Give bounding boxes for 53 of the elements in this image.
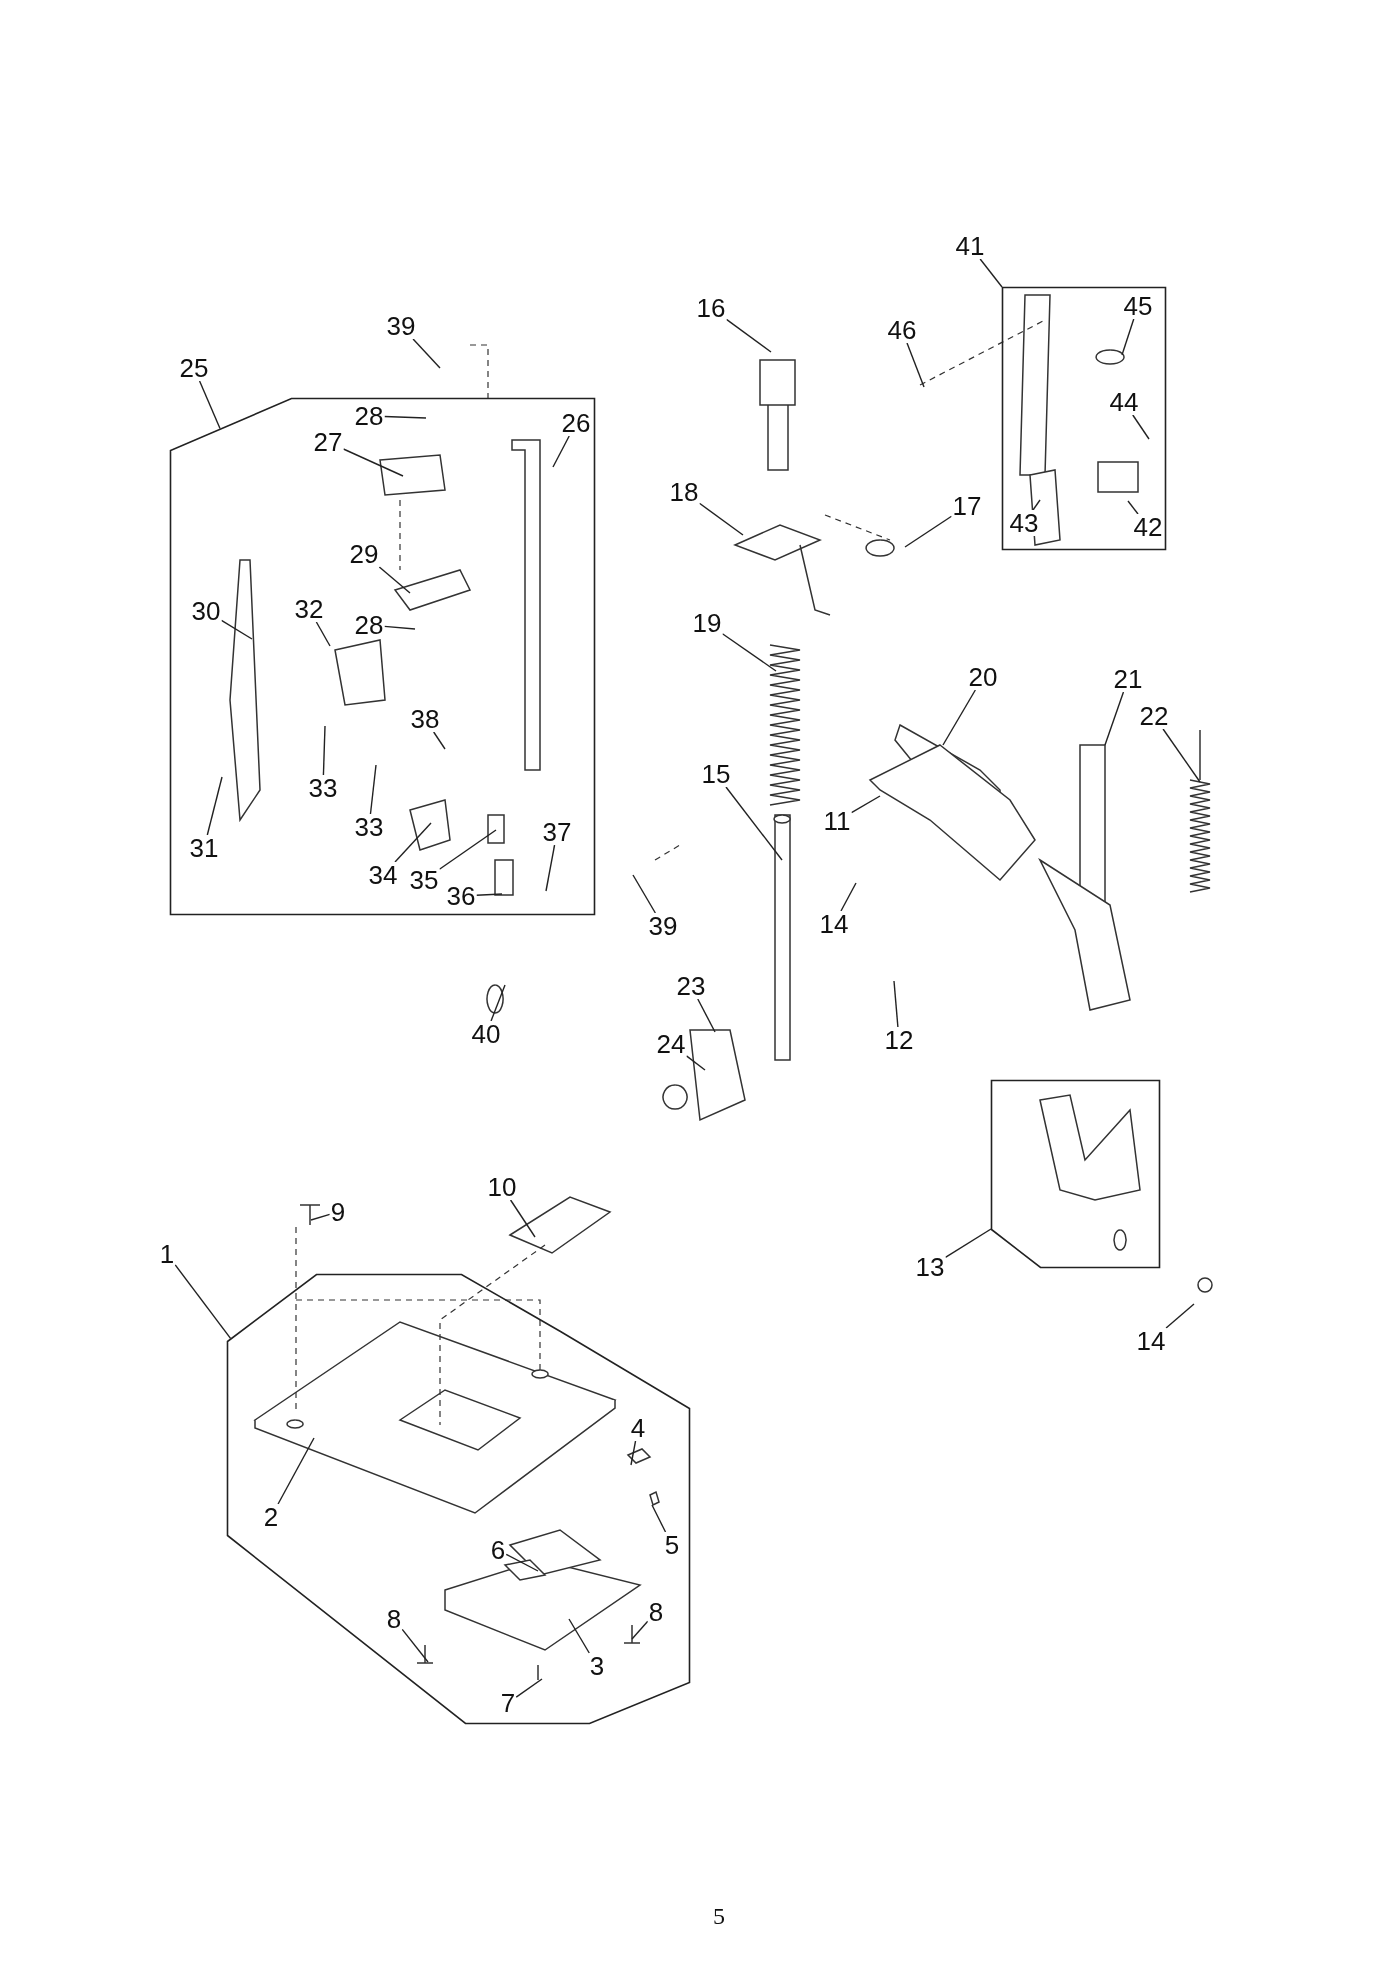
- leader-line: [850, 795, 881, 814]
- leader-line: [310, 1213, 331, 1221]
- leader-line: [725, 318, 772, 353]
- leader-line: [174, 1264, 232, 1340]
- leader-line: [401, 1628, 429, 1663]
- leader-line: [412, 338, 441, 369]
- leader-line: [1127, 500, 1139, 515]
- leader-line: [378, 566, 411, 594]
- leader-line: [721, 633, 777, 672]
- leader-line: [893, 980, 899, 1028]
- leader-line: [277, 1437, 315, 1505]
- leader-line: [552, 435, 570, 468]
- leader-line: [840, 882, 857, 912]
- leader-line: [515, 1678, 543, 1698]
- leader-line: [1104, 691, 1125, 746]
- leader-line: [568, 1618, 590, 1654]
- leader-line: [1162, 728, 1201, 783]
- leader-line: [685, 1055, 706, 1071]
- leader-line: [632, 874, 657, 914]
- leader-line: [206, 776, 223, 836]
- leader-line: [509, 1199, 536, 1238]
- leader-line: [505, 1553, 539, 1572]
- leader-line: [394, 822, 432, 863]
- leader-line: [383, 625, 416, 630]
- leader-line: [342, 448, 404, 477]
- callout-number: 43: [1008, 510, 1040, 536]
- leader-line: [942, 689, 977, 746]
- leader-line: [315, 621, 331, 647]
- assembly-frame: [991, 1080, 1160, 1268]
- leader-line: [1132, 414, 1150, 440]
- leader-line: [198, 380, 221, 430]
- leader-line: [1032, 499, 1041, 511]
- leader-line: [545, 844, 556, 892]
- leader-line: [904, 515, 953, 548]
- leader-line: [432, 731, 446, 750]
- leader-line: [1165, 1303, 1195, 1329]
- leader-line: [369, 764, 377, 815]
- leader-line: [944, 1228, 992, 1259]
- leader-line: [906, 342, 925, 388]
- leader-line: [475, 893, 503, 896]
- leader-line: [630, 1440, 637, 1466]
- leader-line: [322, 725, 326, 776]
- leader-line: [725, 786, 783, 861]
- leader-line: [383, 415, 427, 419]
- leader-line: [697, 998, 716, 1033]
- leader-line: [631, 1620, 649, 1640]
- leader-line: [1121, 318, 1135, 356]
- leader-line: [438, 829, 497, 870]
- leader-line: [979, 258, 1003, 288]
- leader-line: [490, 984, 506, 1022]
- leader-line: [698, 502, 744, 536]
- leader-line: [220, 619, 253, 640]
- leader-line: [651, 1504, 667, 1533]
